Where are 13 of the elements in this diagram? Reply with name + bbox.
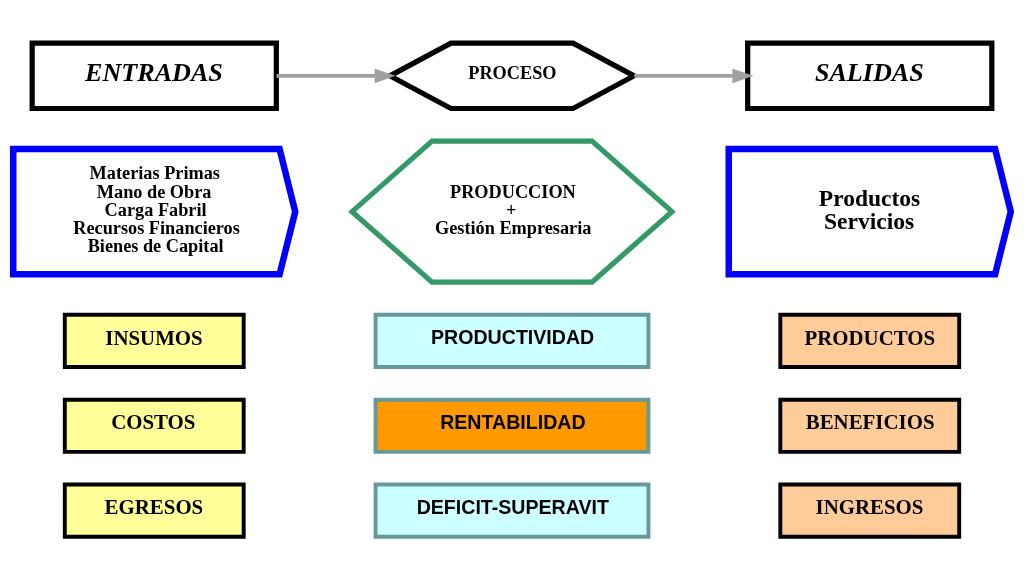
node-box: DEFICIT-SUPERAVIT: [373, 482, 651, 539]
node-box: ENTRADAS: [29, 40, 279, 112]
node-box: PRODUCTOS: [778, 312, 962, 369]
node-box: EGRESOS: [62, 482, 246, 539]
arrow: [276, 68, 396, 84]
node-box: INSUMOS: [62, 312, 246, 369]
node-box: BENEFICIOS: [778, 397, 962, 454]
node-box: SALIDAS: [745, 40, 995, 112]
node-box: COSTOS: [62, 397, 246, 454]
node-box: PRODUCTIVIDAD: [373, 312, 651, 369]
arrow: [634, 68, 754, 84]
node-box: RENTABILIDAD: [373, 397, 651, 454]
node-box: INGRESOS: [778, 482, 962, 539]
